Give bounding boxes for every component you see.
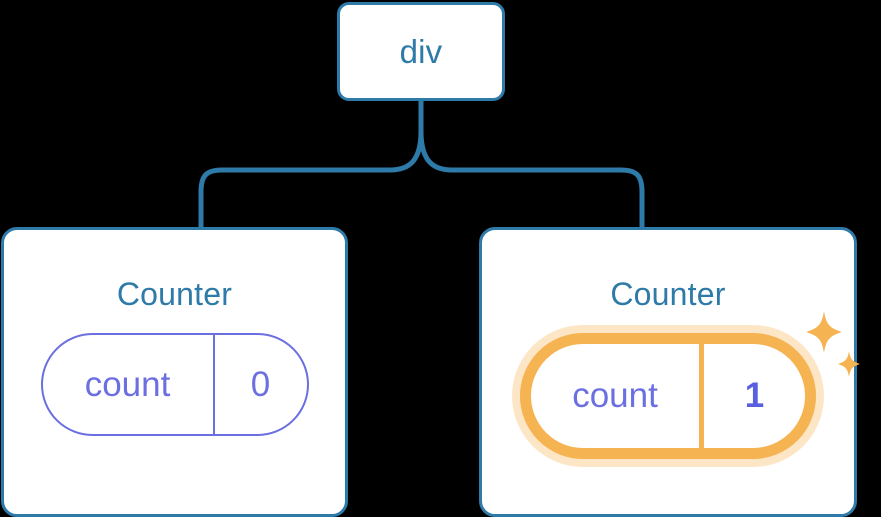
node-counter-right-label: Counter	[610, 276, 726, 312]
sparkle-small-icon	[838, 351, 860, 377]
diagram-canvas: div Counter count 0 Counter count	[1, 2, 860, 517]
node-counter-right[interactable]: Counter count 1	[479, 227, 860, 517]
node-counter-left[interactable]: Counter count 0	[1, 227, 348, 517]
state-pill-wrapper-left: count 0	[40, 333, 309, 436]
state-pill-right-key: count	[572, 376, 658, 415]
state-pill-right-key-cell: count	[531, 344, 704, 448]
node-div[interactable]: div	[337, 2, 505, 101]
node-div-label: div	[399, 32, 443, 70]
state-pill-right-value: 1	[744, 376, 765, 415]
state-pill-left-key: count	[84, 364, 171, 404]
node-counter-left-label: Counter	[116, 276, 233, 312]
sparkle-icon	[806, 311, 842, 353]
state-pill-right-value-cell: 1	[704, 344, 805, 448]
state-pill-wrapper-right: count 1	[520, 311, 860, 459]
state-pill-left-value-cell: 0	[215, 335, 307, 434]
state-pill-left-value: 0	[250, 364, 271, 404]
state-pill-right[interactable]: count 1	[520, 333, 816, 459]
state-pill-left-key-cell: count	[43, 335, 215, 434]
state-pill-left[interactable]: count 0	[40, 333, 309, 436]
